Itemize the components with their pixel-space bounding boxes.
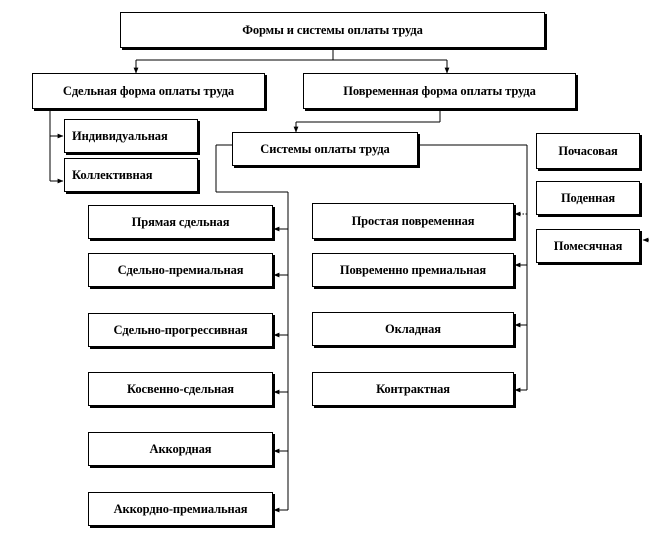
piece-form-box: Сдельная форма оплаты труда — [32, 73, 265, 109]
time-form-box: Повременная форма оплаты труда — [303, 73, 576, 109]
piece-system-box: Прямая сдельная — [88, 205, 273, 239]
time-system-box: Простая повременная — [312, 203, 514, 239]
piece-system-box: Сдельно-прогрессивная — [88, 313, 273, 347]
hourly-box: Почасовая — [536, 133, 640, 169]
systems-box: Системы оплаты труда — [232, 132, 418, 166]
piece-system-box: Косвенно-сдельная — [88, 372, 273, 406]
piece-system-box: Аккордная — [88, 432, 273, 466]
daily-box: Поденная — [536, 181, 640, 215]
piece-system-box: Аккордно-премиальная — [88, 492, 273, 526]
monthly-box: Помесячная — [536, 229, 640, 263]
piece-system-box: Сдельно-премиальная — [88, 253, 273, 287]
time-system-box: Окладная — [312, 312, 514, 346]
individual-box: Индивидуальная — [64, 119, 198, 153]
time-system-box: Повременно премиальная — [312, 253, 514, 287]
collective-box: Коллективная — [64, 158, 198, 192]
time-system-box: Контрактная — [312, 372, 514, 406]
root-box: Формы и системы оплаты труда — [120, 12, 545, 48]
